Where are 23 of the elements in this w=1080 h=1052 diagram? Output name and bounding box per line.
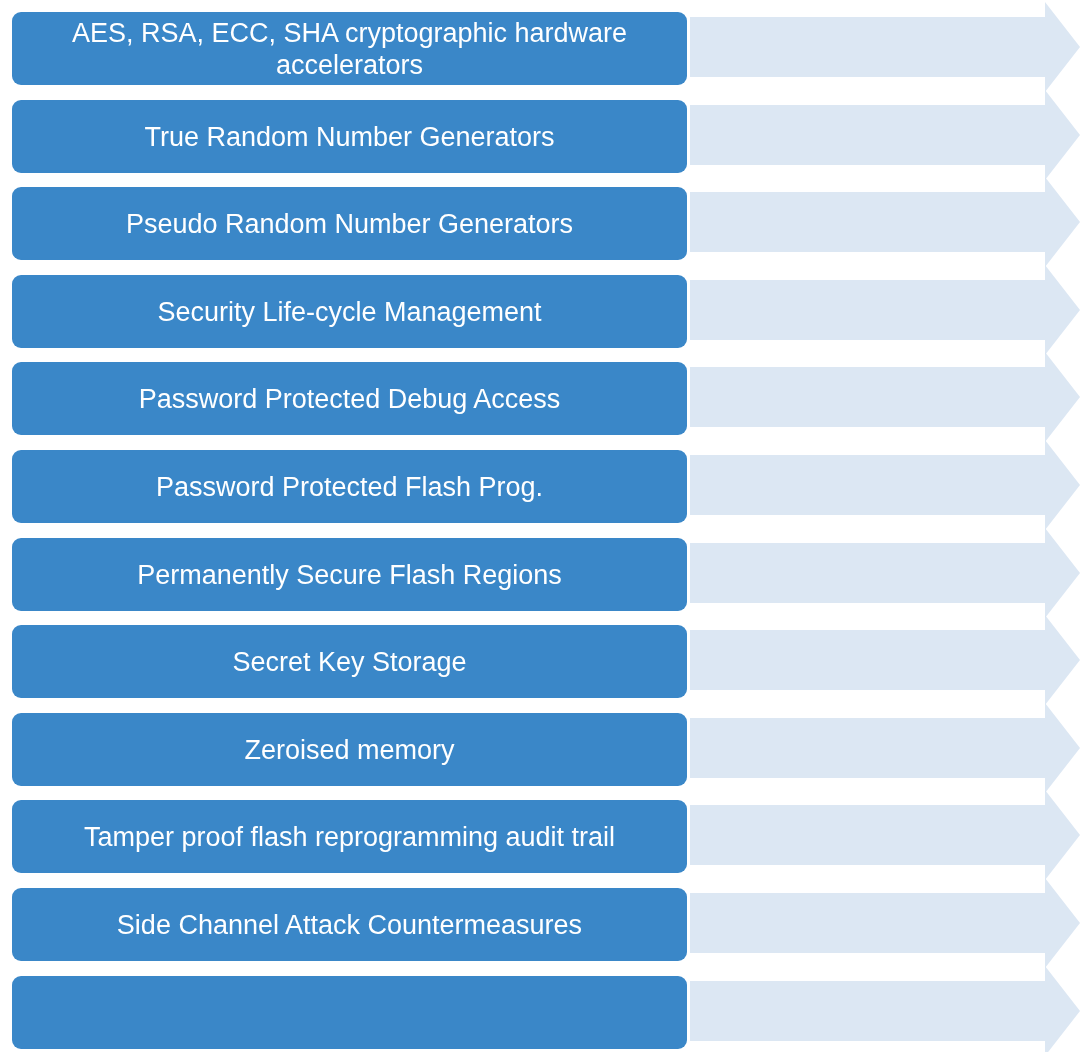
feature-box bbox=[12, 538, 687, 611]
feature-label: Password Protected Debug Access bbox=[138, 382, 561, 415]
feature-label: Secret Key Storage bbox=[232, 645, 467, 678]
feature-box bbox=[12, 362, 687, 435]
feature-box bbox=[12, 100, 687, 173]
feature-label: Permanently Secure Flash Regions bbox=[137, 558, 562, 591]
feature-box bbox=[12, 275, 687, 348]
feature-label: Tamper proof flash reprogramming audit trail bbox=[83, 820, 616, 853]
feature-box bbox=[12, 625, 687, 698]
feature-box bbox=[12, 800, 687, 873]
feature-label: AES, RSA, ECC, SHA cryptographic hardware accelerators bbox=[70, 16, 629, 81]
feature-label: True Random Number Generators bbox=[144, 120, 555, 153]
feature-box bbox=[12, 976, 687, 1049]
feature-box bbox=[12, 713, 687, 786]
feature-box bbox=[12, 450, 687, 523]
feature-box bbox=[12, 888, 687, 961]
feature-label: Password Protected Flash Prog. bbox=[155, 470, 544, 503]
feature-box bbox=[12, 187, 687, 260]
feature-label: Zeroised memory bbox=[244, 733, 455, 766]
feature-box bbox=[12, 12, 687, 85]
feature-label: Side Channel Attack Countermeasures bbox=[116, 908, 583, 941]
feature-label: Security Life-cycle Management bbox=[157, 295, 542, 328]
feature-label: Pseudo Random Number Generators bbox=[125, 207, 574, 240]
